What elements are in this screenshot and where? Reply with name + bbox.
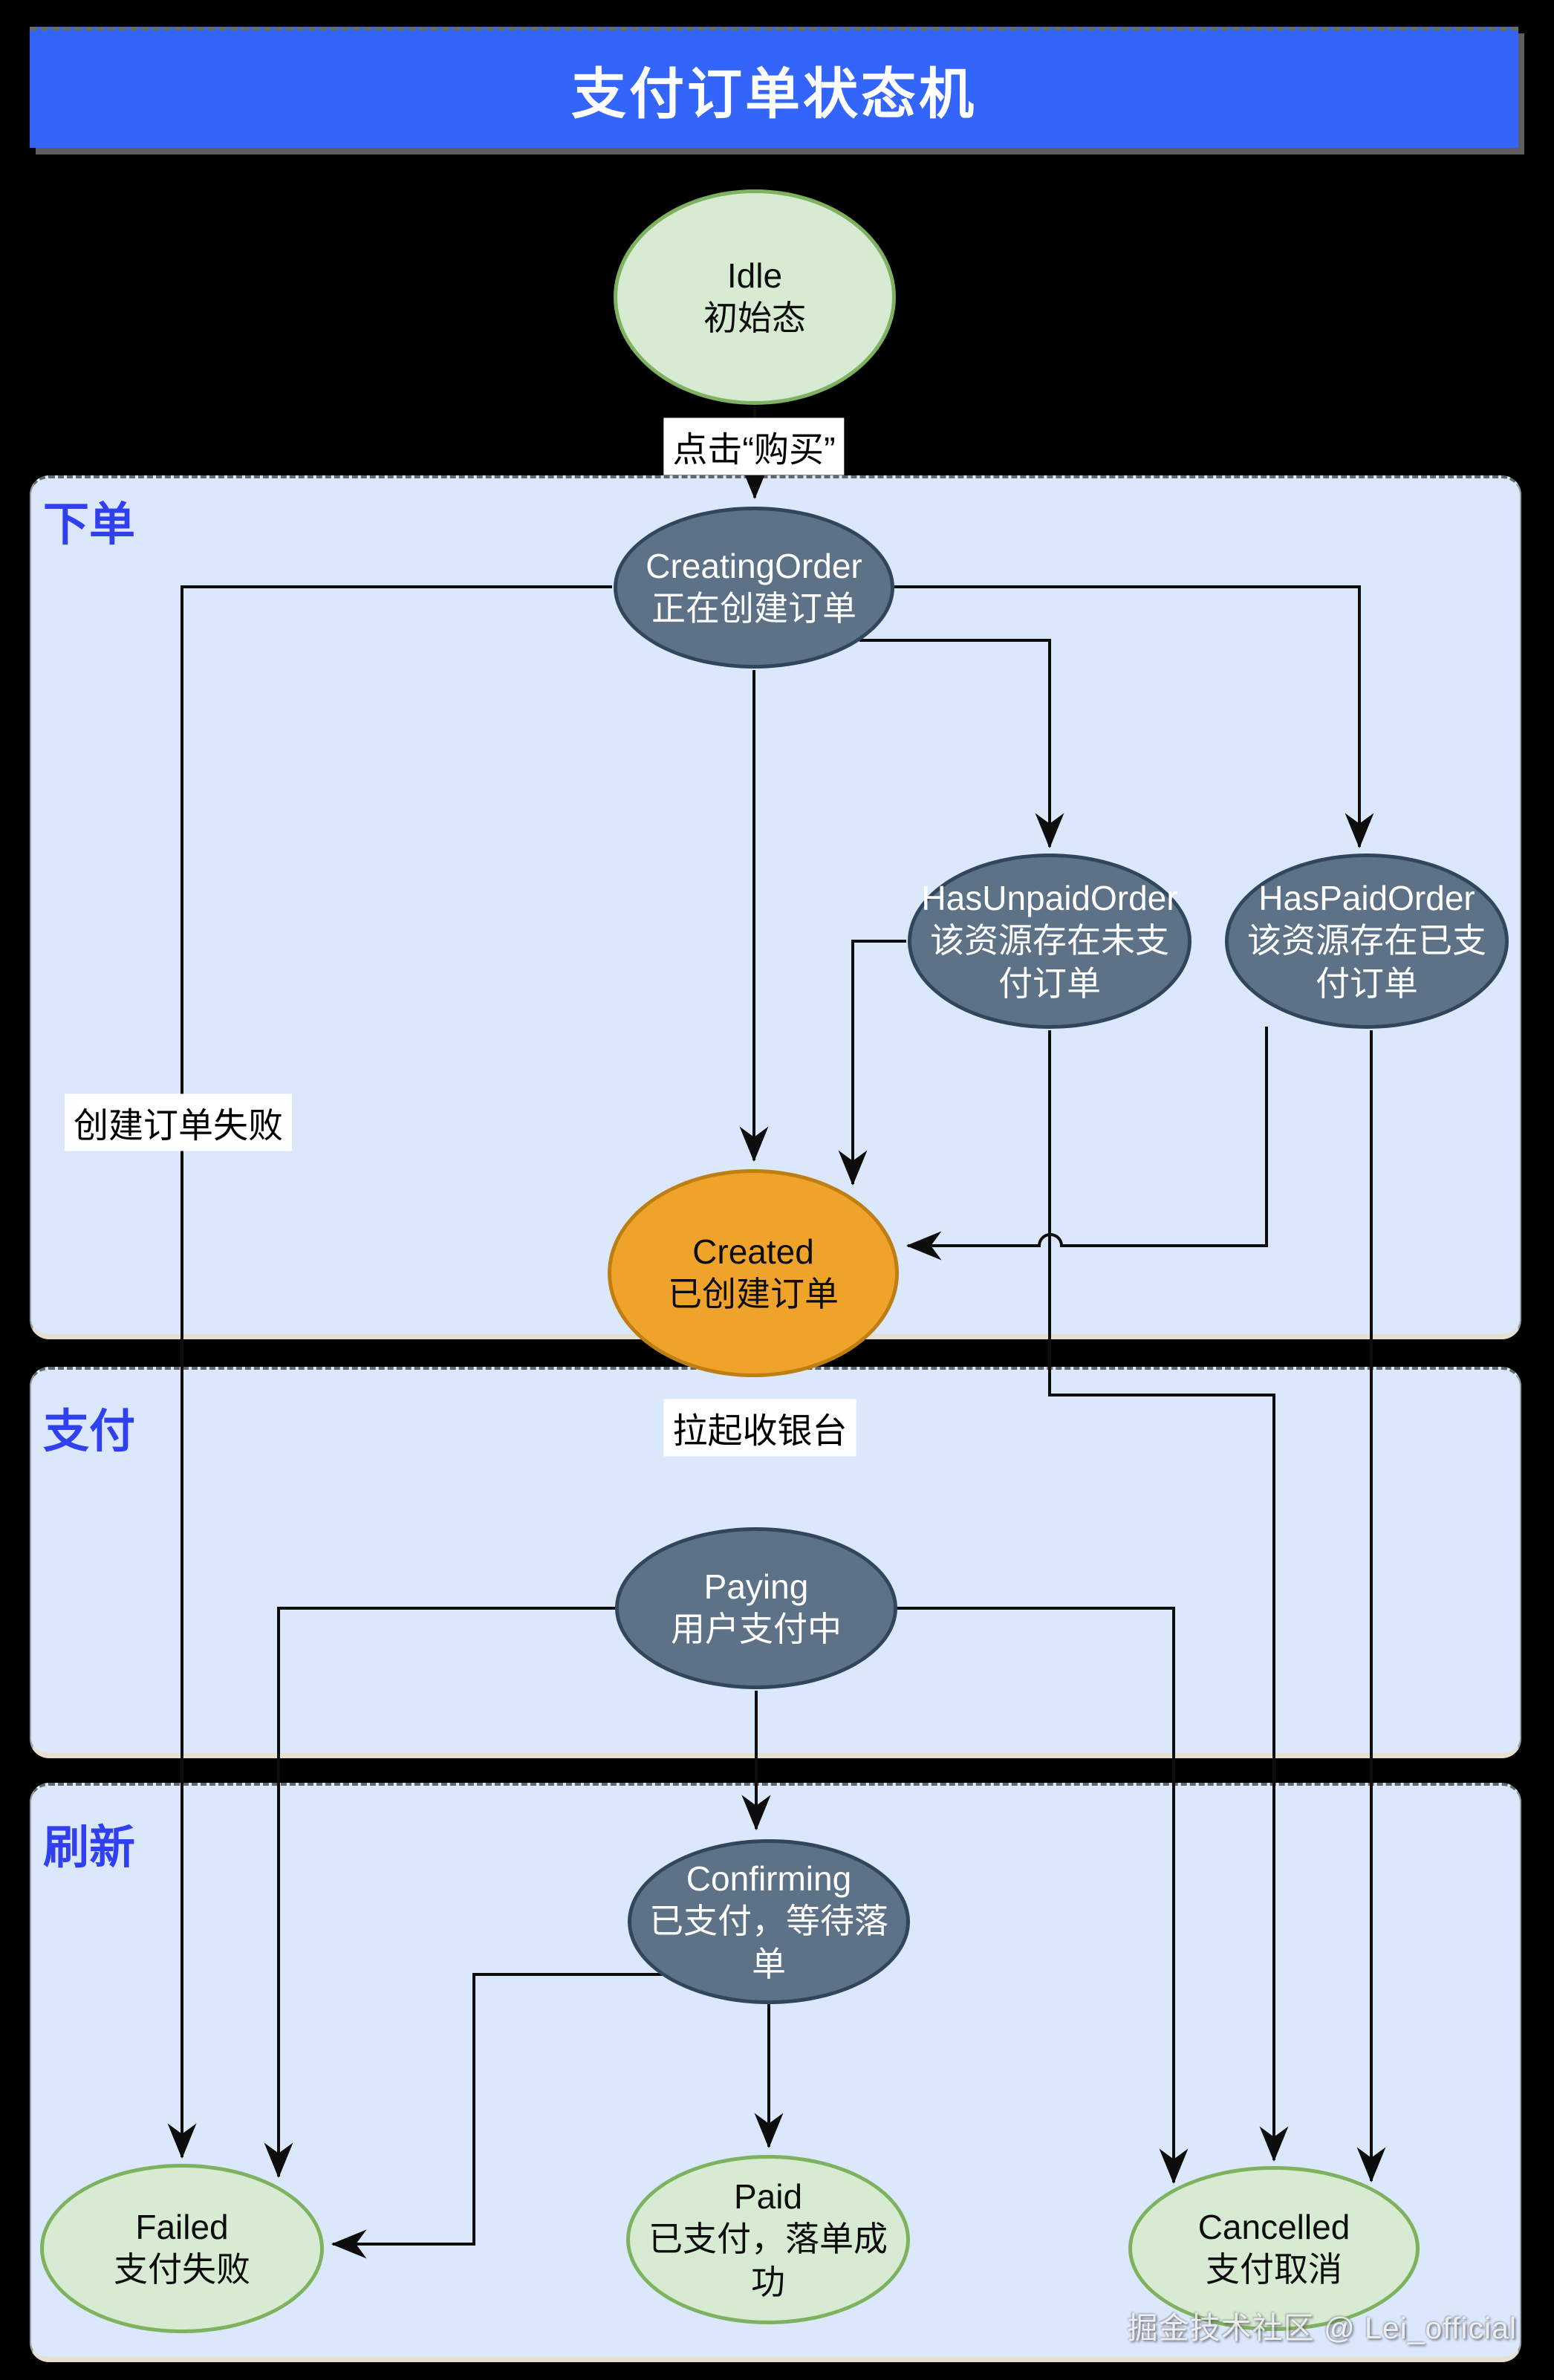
state-idle-name: Idle	[726, 256, 783, 295]
edge-label-open-cashier: 拉起收银台	[663, 1399, 856, 1457]
state-creating-order-name: CreatingOrder	[646, 546, 862, 585]
state-creating-order: CreatingOrder 正在创建订单	[614, 507, 894, 669]
state-failed: Failed 支付失败	[40, 2164, 324, 2333]
state-has-unpaid-order-desc: 该资源存在未支付订单	[930, 921, 1169, 1003]
state-confirming-desc: 已支付，等待落单	[649, 1902, 888, 1983]
edge-creating-to-hasunpaid	[859, 639, 1064, 849]
state-confirming-name: Confirming	[686, 1859, 852, 1899]
state-cancelled-name: Cancelled	[1197, 2207, 1350, 2246]
state-created: Created 已创建订单	[608, 1169, 899, 1377]
state-idle-desc: 初始态	[703, 299, 806, 337]
section-pay-label: 支付	[43, 1406, 136, 1457]
state-cancelled: Cancelled 支付取消	[1128, 2166, 1420, 2331]
state-paid-name: Paid	[733, 2177, 803, 2217]
state-creating-order-desc: 正在创建订单	[651, 589, 856, 628]
state-paying: Paying 用户支付中	[615, 1527, 897, 1689]
edge-hasunpaid-to-created	[838, 940, 906, 1186]
state-paying-desc: 用户支付中	[671, 1610, 842, 1648]
watermark: 掘金技术社区 @ Lei_official	[1127, 2311, 1517, 2345]
state-has-paid-order-desc: 该资源存在已支付订单	[1247, 921, 1486, 1003]
state-failed-name: Failed	[135, 2207, 229, 2246]
state-created-desc: 已创建订单	[668, 1275, 839, 1313]
state-paid: Paid 已支付，落单成功	[626, 2155, 910, 2324]
state-has-unpaid-order: HasUnpaidOrder 该资源存在未支付订单	[908, 854, 1191, 1029]
state-has-unpaid-order-name: HasUnpaidOrder	[921, 879, 1178, 918]
edge-hasunpaid-to-cancelled	[1048, 1030, 1289, 2162]
page-title: 支付订单状态机	[571, 62, 977, 125]
state-idle: Idle 初始态	[614, 189, 896, 405]
edge-paying-to-failed	[264, 1607, 617, 2179]
edge-haspaid-to-created	[906, 1027, 1268, 1261]
edge-creating-to-haspaid	[894, 585, 1374, 849]
state-failed-desc: 支付失败	[114, 2250, 250, 2289]
state-created-name: Created	[692, 1232, 814, 1271]
state-cancelled-desc: 支付取消	[1206, 2250, 1342, 2289]
state-has-paid-order-name: HasPaidOrder	[1258, 879, 1475, 918]
state-paying-name: Paying	[703, 1567, 809, 1606]
edge-creating-to-failed	[167, 585, 612, 2159]
title-bar: 支付订单状态机	[30, 27, 1518, 148]
section-order-label: 下单	[43, 499, 136, 550]
edge-label-click-buy: 点击“购买”	[663, 417, 845, 475]
state-paid-desc: 已支付，落单成功	[648, 2220, 888, 2301]
state-has-paid-order: HasPaidOrder 该资源存在已支付订单	[1225, 854, 1509, 1029]
edge-confirming-to-failed	[331, 1973, 663, 2259]
section-refresh-label: 刷新	[43, 1822, 136, 1873]
edge-label-create-fail: 创建订单失败	[65, 1093, 292, 1151]
edge-paying-to-cancelled	[896, 1607, 1189, 2185]
state-confirming: Confirming 已支付，等待落单	[628, 1839, 910, 2004]
